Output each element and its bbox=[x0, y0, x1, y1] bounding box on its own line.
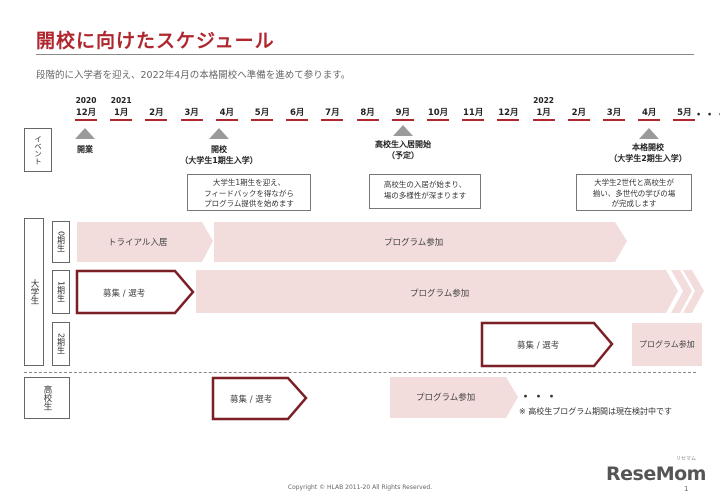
month-underline bbox=[673, 119, 696, 121]
event-label-open: 開業 bbox=[77, 145, 93, 154]
month-label: 1月 bbox=[113, 108, 129, 118]
label-gen2-program: プログラム参加 bbox=[639, 340, 695, 349]
year-label: 2020 bbox=[75, 96, 97, 105]
label-gen1-recruit: 募集 / 選考 bbox=[103, 289, 146, 299]
year-label: 2021 bbox=[110, 96, 132, 105]
label-gen2-recruit: 募集 / 選考 bbox=[517, 341, 560, 351]
label-hs-recruit: 募集 / 選考 bbox=[230, 395, 273, 405]
month-underline bbox=[532, 119, 555, 121]
label-gen1-program: プログラム参加 bbox=[410, 289, 470, 299]
year-label: 2022 bbox=[533, 96, 555, 105]
month-label: 6月 bbox=[289, 108, 305, 118]
bar-hs-recruit bbox=[211, 376, 308, 421]
month-underline bbox=[356, 119, 379, 121]
row-label-university: 大学生 bbox=[24, 218, 44, 366]
month-label: 12月 bbox=[498, 108, 519, 118]
bar-gen1-chevron-1 bbox=[671, 270, 692, 313]
bar-gen1-program bbox=[196, 270, 678, 313]
month-underline bbox=[497, 119, 520, 121]
month-label: 4月 bbox=[219, 108, 234, 118]
label-hs-program: プログラム参加 bbox=[416, 393, 476, 403]
hs-program-note: ※ 高校生プログラム期間は現在検討中です bbox=[519, 407, 673, 416]
title-rule bbox=[36, 54, 694, 55]
month-underline bbox=[251, 119, 273, 121]
timeline-ellipsis: ・・・ bbox=[693, 110, 720, 121]
page-number: 1 bbox=[684, 485, 689, 493]
event-marker-full-open bbox=[639, 128, 659, 139]
month-underline bbox=[638, 119, 661, 121]
bar-gen1-chevron-2 bbox=[683, 270, 704, 313]
bar-trial bbox=[77, 222, 213, 262]
event-label-full-open: 本格開校 （大学生2期生入学） bbox=[609, 143, 687, 163]
month-label: 1月 bbox=[536, 108, 551, 118]
month-label: 12月 bbox=[75, 108, 97, 118]
resemom-logo: ReseMom bbox=[606, 463, 706, 485]
label-gen0-program: プログラム参加 bbox=[384, 238, 444, 248]
event-label-school-open: 開校 （大学生1期生入学） bbox=[180, 145, 258, 165]
row-label-gen1: 1期生 bbox=[52, 270, 70, 314]
month-label: 10月 bbox=[427, 108, 449, 118]
section-divider bbox=[24, 372, 696, 373]
row-label-gen0: 0期生 bbox=[52, 221, 70, 263]
month-underline bbox=[180, 119, 203, 121]
month-label: 9月 bbox=[395, 108, 410, 118]
month-underline bbox=[462, 119, 485, 121]
bar-hs-program bbox=[390, 377, 518, 418]
month-underline bbox=[75, 119, 97, 121]
bar-gen2-recruit bbox=[480, 321, 614, 368]
page-subtitle: 段階的に入学者を迎え、2022年4月の本格開校へ準備を進めて参ります。 bbox=[36, 70, 351, 81]
month-underline bbox=[603, 119, 625, 121]
logo-subtitle: リセマム bbox=[676, 456, 697, 462]
event-marker-school-open bbox=[209, 128, 229, 139]
label-trial: トライアル入居 bbox=[108, 238, 168, 248]
event-marker-hs-start bbox=[393, 125, 413, 136]
month-underline bbox=[427, 119, 449, 121]
copyright: Copyright © HLAB 2011-20 All Rights Rese… bbox=[287, 484, 433, 491]
note-full-open: 大学生2世代と高校生が 揃い、多世代の学びの場 が完成します bbox=[576, 174, 692, 211]
month-underline bbox=[215, 119, 238, 121]
note-school-open: 大学生1期生を迎え、 フィードバックを得ながら プログラム提供を始めます bbox=[187, 174, 311, 211]
hs-continuation-dots: ・・・ bbox=[520, 390, 559, 403]
month-underline bbox=[145, 119, 168, 121]
bar-gen0-program bbox=[214, 222, 627, 262]
month-underline bbox=[321, 119, 344, 121]
month-label: 2月 bbox=[571, 108, 586, 118]
month-label: 3月 bbox=[606, 108, 622, 118]
note-hs-start: 高校生の入居が始まり、 場の多様性が深まります bbox=[369, 174, 481, 209]
month-label: 3月 bbox=[184, 108, 199, 118]
row-label-event: イベント bbox=[24, 128, 52, 172]
event-marker-open bbox=[75, 128, 95, 139]
row-label-highschool: 高校生 bbox=[24, 377, 70, 419]
month-label: 4月 bbox=[641, 108, 657, 118]
month-underline bbox=[391, 119, 414, 121]
page-title: 開校に向けたスケジュール bbox=[36, 30, 275, 52]
month-underline bbox=[567, 119, 590, 121]
bar-gen1-recruit bbox=[75, 269, 195, 315]
month-underline bbox=[110, 119, 133, 121]
month-underline bbox=[286, 119, 309, 121]
bar-gen2-program bbox=[632, 323, 702, 366]
event-label-hs-start: 高校生入居開始 （予定） bbox=[375, 140, 431, 160]
month-label: 5月 bbox=[254, 108, 270, 118]
month-label: 11月 bbox=[463, 108, 484, 118]
row-label-gen2: 2期生 bbox=[52, 322, 70, 366]
month-label: 7月 bbox=[325, 108, 340, 118]
month-label: 8月 bbox=[360, 108, 375, 118]
month-label: 5月 bbox=[677, 108, 692, 118]
month-label: 2月 bbox=[149, 108, 164, 118]
